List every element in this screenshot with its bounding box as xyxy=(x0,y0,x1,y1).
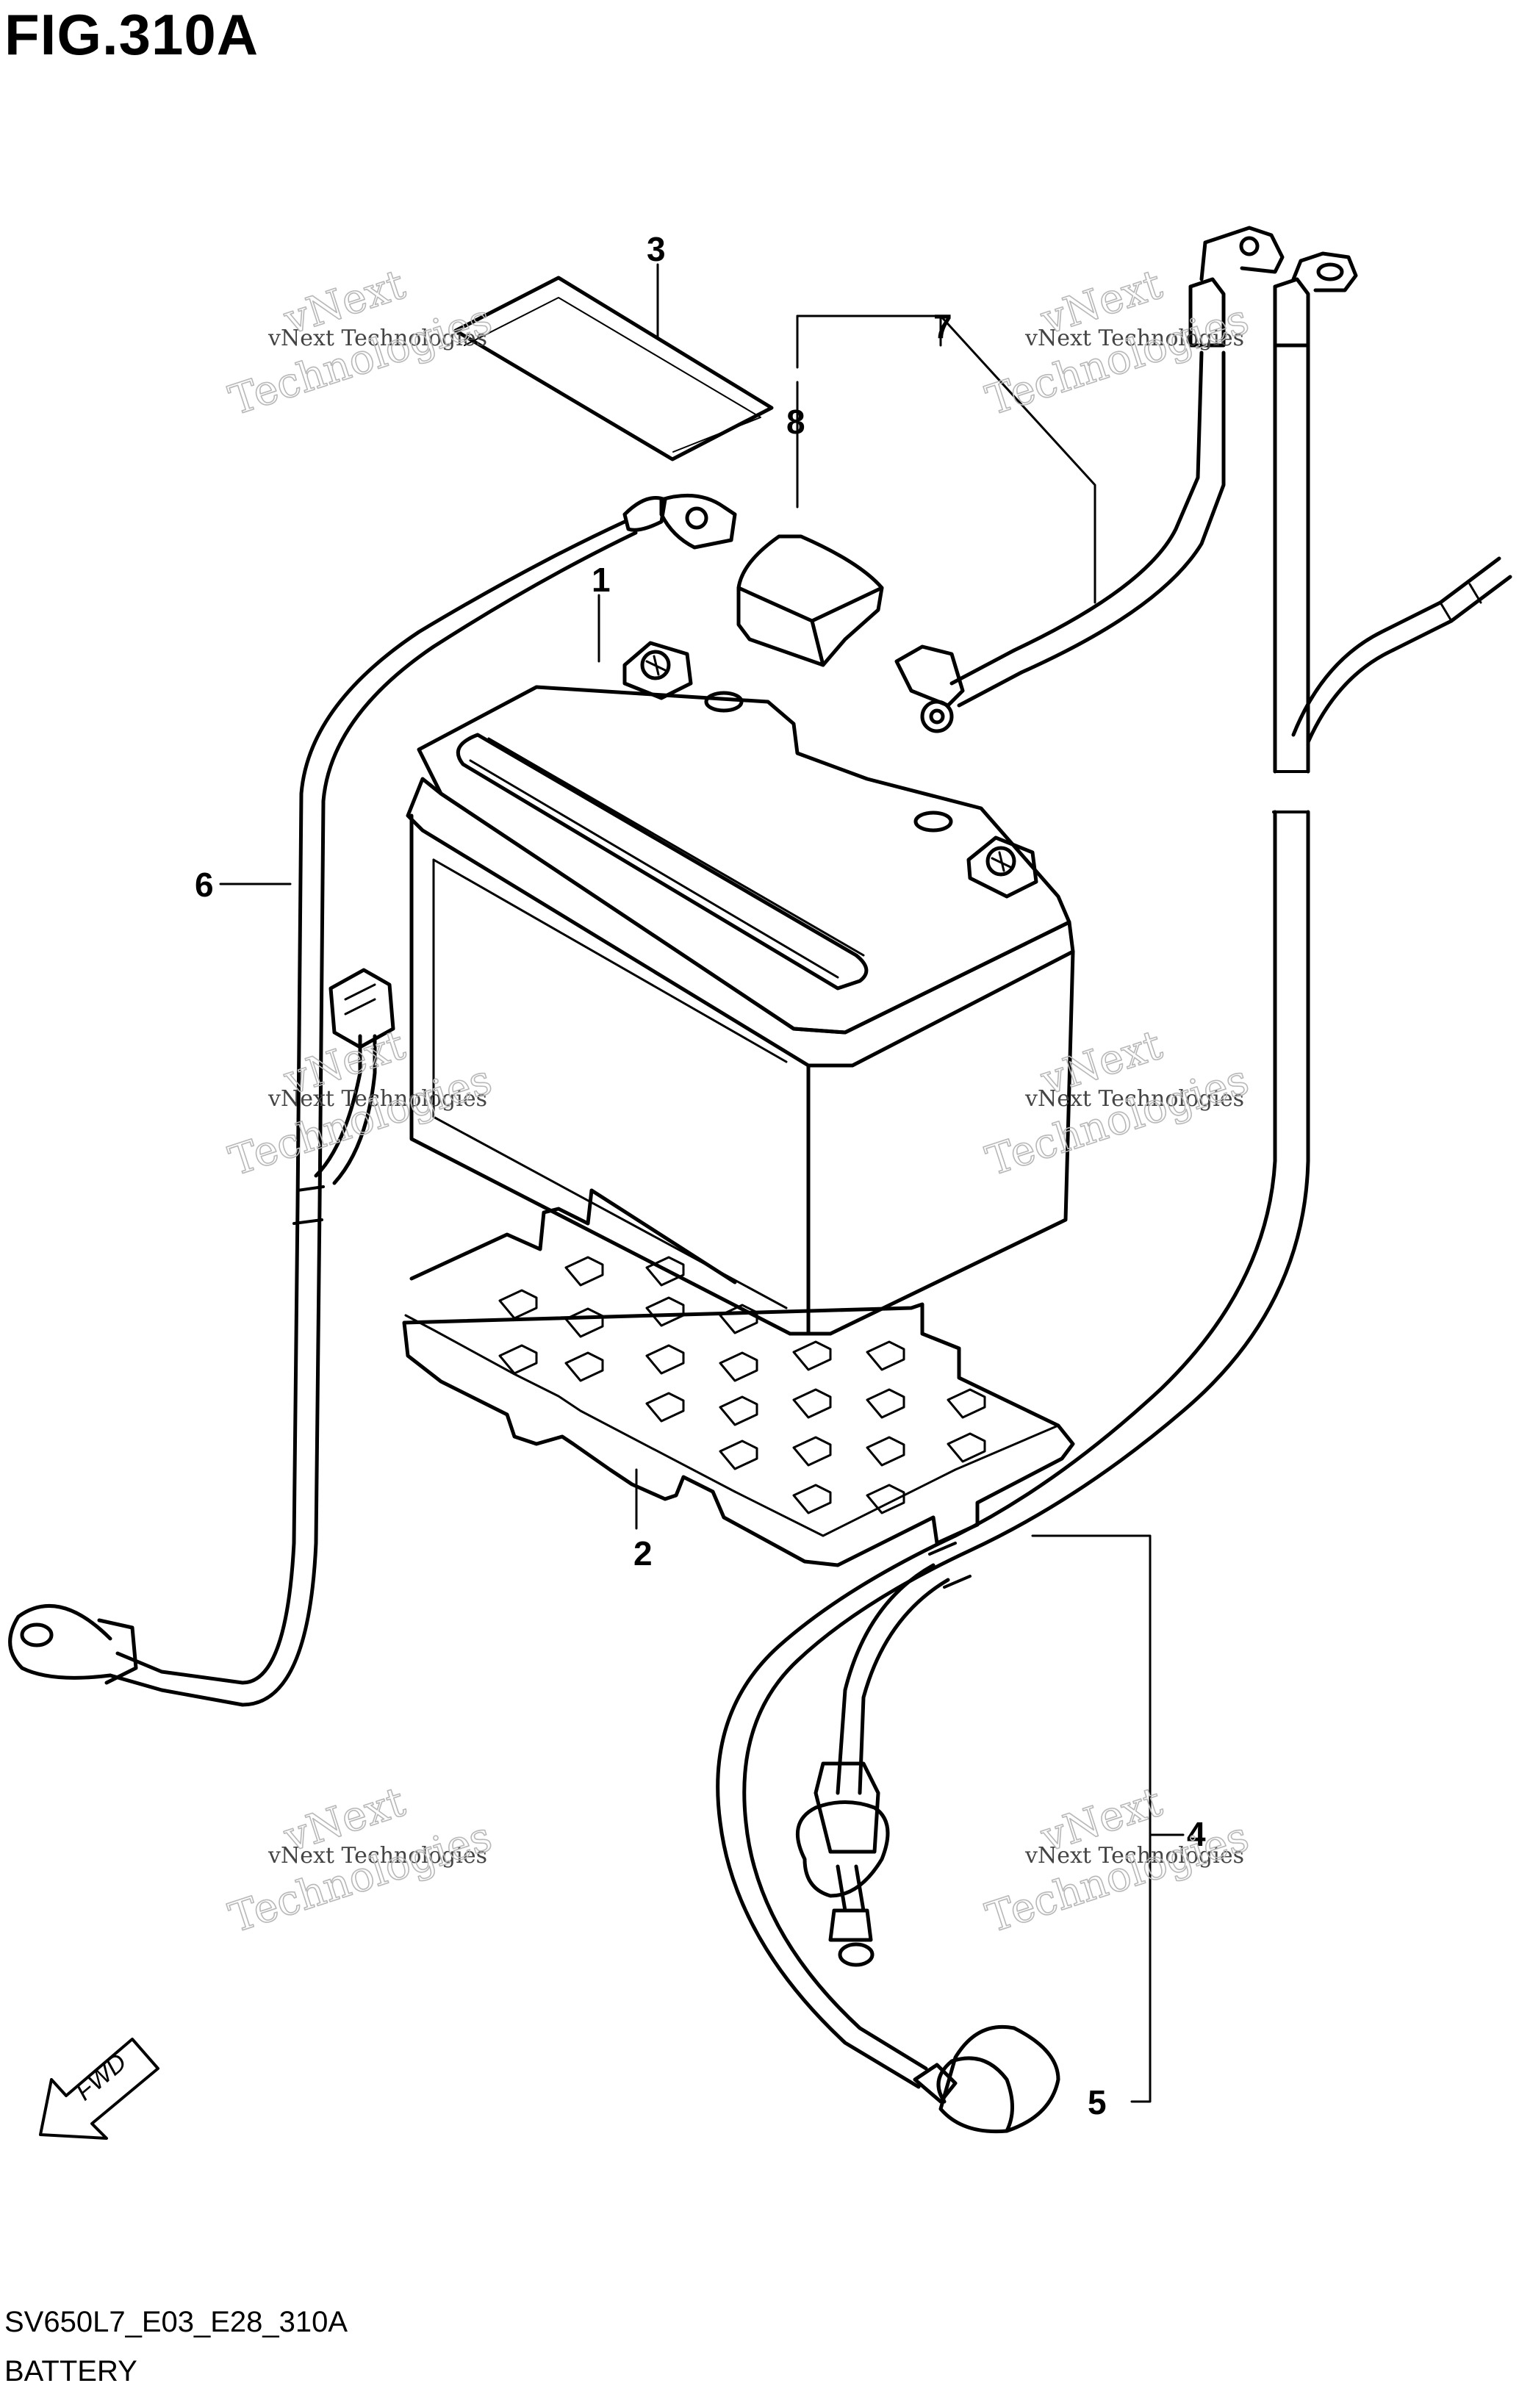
fwd-arrow-icon: FWD xyxy=(39,2038,159,2140)
watermark-text: vNext Technologies xyxy=(267,1843,487,1869)
positive-terminal xyxy=(966,835,1038,899)
part-4-wiring-harness xyxy=(716,556,1512,2089)
callout-7: 7 xyxy=(933,307,952,345)
diagram-caption: BATTERY xyxy=(4,2355,137,2387)
part-6-negative-cable xyxy=(8,493,737,1707)
watermark-text: vNext Technologies xyxy=(267,1086,487,1112)
part-1-battery xyxy=(406,641,1075,1336)
part-8-terminal-cover xyxy=(736,534,884,667)
callout-1: 1 xyxy=(592,561,611,599)
part-3-label-sheet xyxy=(453,276,774,461)
negative-terminal xyxy=(622,641,693,700)
diagram-code: SV650L7_E03_E28_310A xyxy=(4,2306,348,2338)
watermark-text: vNext Technologies xyxy=(1024,1086,1244,1112)
figure-title: FIG.310A xyxy=(4,2,259,67)
callout-4: 4 xyxy=(1187,1815,1206,1853)
leader-lines xyxy=(219,263,1185,2103)
watermark-text: vNext Technologies xyxy=(267,326,487,351)
callout-6: 6 xyxy=(195,866,214,904)
callout-8: 8 xyxy=(786,403,805,441)
watermark-text: vNext Technologies xyxy=(1024,1843,1244,1869)
callout-5: 5 xyxy=(1088,2083,1107,2121)
part-5-terminal-cap xyxy=(913,2024,1060,2134)
callout-2: 2 xyxy=(633,1534,653,1573)
part-2-battery-tray xyxy=(402,1188,1075,1567)
watermark-text: vNext Technologies xyxy=(1024,326,1244,351)
callout-3: 3 xyxy=(647,230,666,268)
part-7-positive-cable xyxy=(894,226,1358,813)
watermarks: vNext Technologies vNext Technologies vN… xyxy=(223,260,1254,1943)
